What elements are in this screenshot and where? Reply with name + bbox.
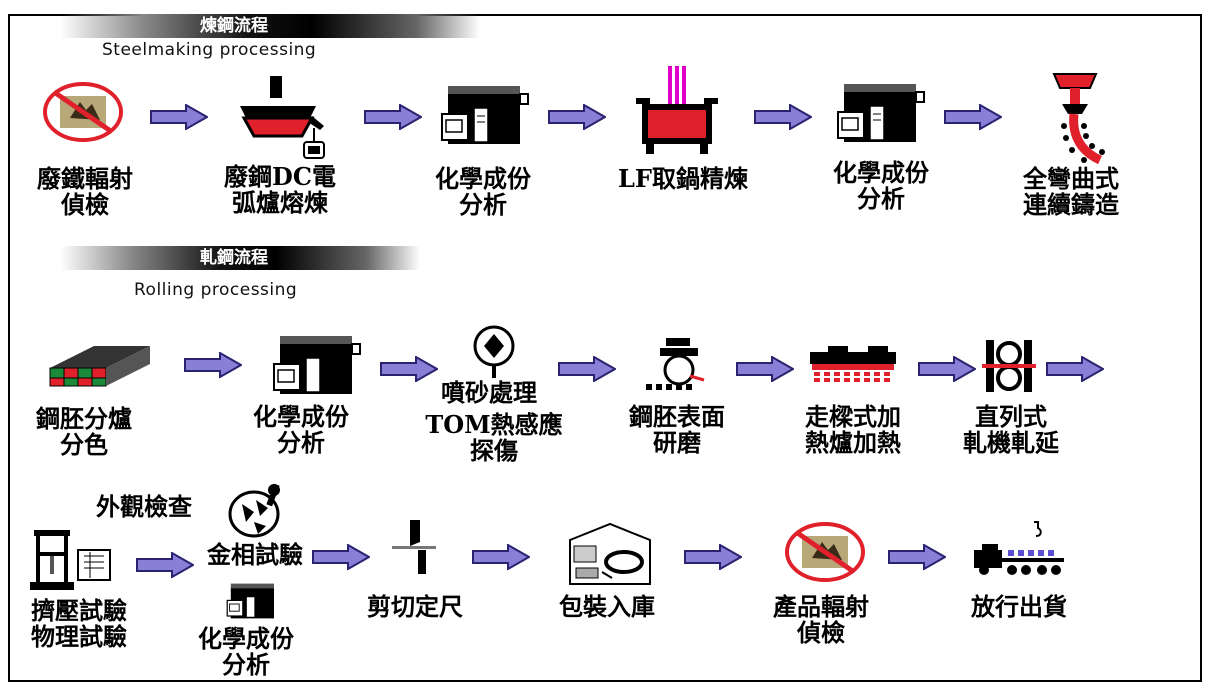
step-label-top: 外觀檢查 xyxy=(96,492,192,521)
billets-icon xyxy=(49,346,150,387)
flow-arrow xyxy=(136,552,194,578)
steelmaking-title-bar: 煉鋼流程 xyxy=(60,14,480,38)
flow-arrow xyxy=(150,104,208,130)
step-label: 產品輻射 偵檢 xyxy=(773,592,869,647)
chemical-analyzer-icon xyxy=(441,86,529,144)
step-label: 包裝入庫 xyxy=(559,592,655,621)
step-label: 放行出貨 xyxy=(971,592,1067,621)
radiation-check-icon xyxy=(785,522,865,582)
steelmaking-title-zh: 煉鋼流程 xyxy=(200,16,268,36)
grinder-icon xyxy=(646,338,705,390)
flow-arrow xyxy=(312,544,370,570)
flow-arrow xyxy=(558,356,616,382)
flow-arrow xyxy=(380,356,438,382)
tensile-tester-icon xyxy=(30,530,111,590)
rolling-title-bar: 軋鋼流程 xyxy=(60,246,420,270)
continuous-caster-icon xyxy=(1052,73,1105,165)
shear-icon xyxy=(392,520,436,574)
rolling-title-zh: 軋鋼流程 xyxy=(200,248,268,268)
step-label: 廢鋼DC電 弧爐熔煉 xyxy=(224,162,336,217)
step-label: 化學成份 分析 xyxy=(435,164,531,219)
metallographic-icon xyxy=(228,483,280,538)
chemical-analyzer-icon xyxy=(226,583,274,619)
rolling-title-en: Rolling processing xyxy=(134,280,298,300)
step-label: 鋼胚表面 研磨 xyxy=(629,402,725,457)
step-label: 金相試驗 xyxy=(207,540,303,569)
chemical-analyzer-icon xyxy=(273,336,361,394)
step-label: 化學成份 分析 xyxy=(833,158,929,213)
step-label: 擠壓試驗 物理試驗 xyxy=(31,596,127,651)
flow-arrow xyxy=(888,544,946,570)
flow-arrow xyxy=(1046,356,1104,382)
step-label: 直列式 軋機軋延 xyxy=(963,402,1059,457)
step-label: 化學成份 分析 xyxy=(198,624,294,679)
flow-arrow xyxy=(548,104,606,130)
step-label: LF取鍋精煉 xyxy=(618,164,748,193)
step-label: 剪切定尺 xyxy=(367,592,463,621)
radiation-check-icon xyxy=(43,82,123,142)
rolling-mill-icon xyxy=(982,340,1036,392)
warehouse-icon xyxy=(569,522,651,585)
step-label: 鋼胚分爐 分色 xyxy=(36,404,132,459)
flow-arrow xyxy=(736,356,794,382)
step-label: 全彎曲式 連續鑄造 xyxy=(1023,164,1119,219)
diagram-frame xyxy=(8,14,1202,682)
flow-arrow xyxy=(754,104,812,130)
step-label: TOM熱感應 探傷 xyxy=(425,410,563,465)
flow-arrow xyxy=(918,356,976,382)
step-label-top: 噴砂處理 xyxy=(441,378,537,407)
flow-arrow xyxy=(364,104,422,130)
ladle-furnace-icon xyxy=(636,66,718,154)
flow-arrow xyxy=(184,352,242,378)
flow-arrow xyxy=(684,544,742,570)
step-label: 化學成份 分析 xyxy=(253,402,349,457)
truck-crane-icon xyxy=(974,521,1064,575)
flow-arrow xyxy=(944,104,1002,130)
flow-arrow xyxy=(472,544,530,570)
steelmaking-title-en: Steelmaking processing xyxy=(102,40,317,60)
step-label: 廢鐵輻射 偵檢 xyxy=(37,164,133,219)
walking-beam-furnace-icon xyxy=(810,346,896,382)
arc-furnace-icon xyxy=(240,76,325,159)
ultrasonic-test-icon xyxy=(473,325,515,378)
chemical-analyzer-icon xyxy=(837,84,925,142)
step-label: 走樑式加 熱爐加熱 xyxy=(805,402,901,457)
